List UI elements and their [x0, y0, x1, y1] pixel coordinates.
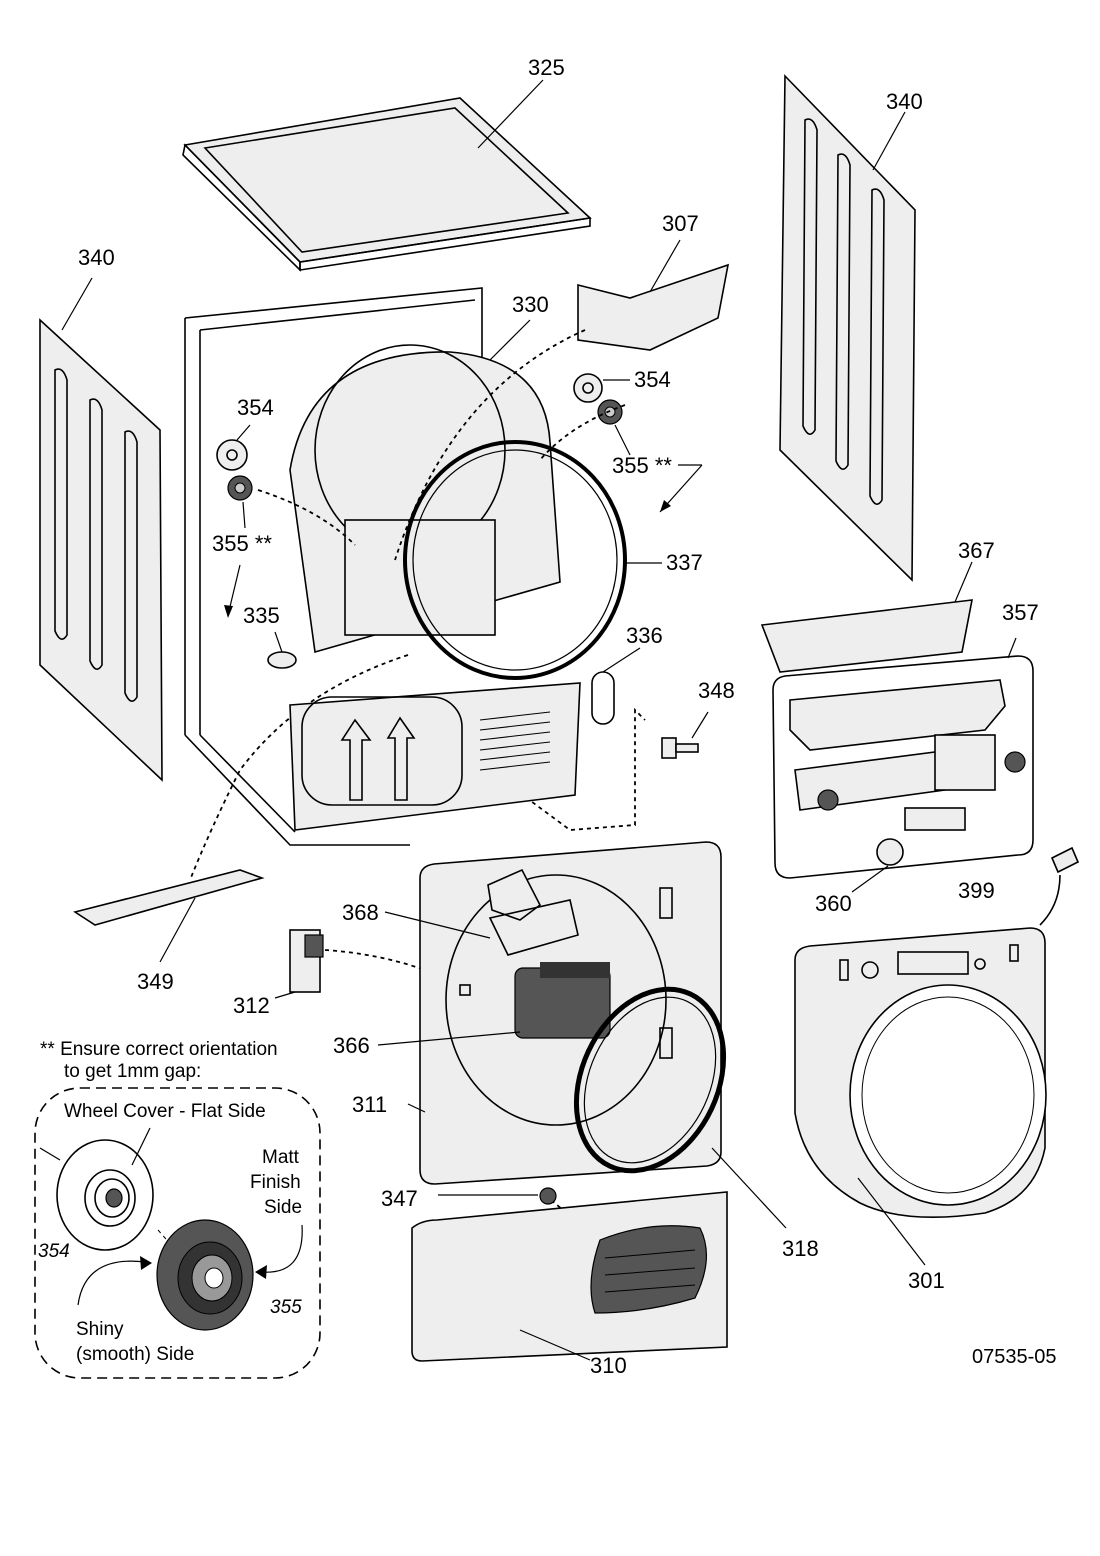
label-340-left: 340	[78, 245, 115, 270]
screw-347	[438, 1187, 557, 1205]
label-349: 349	[137, 969, 174, 994]
door-seal	[403, 440, 662, 680]
cabinet-frame	[184, 287, 483, 846]
right-side-panel	[779, 74, 916, 582]
front-door-301	[794, 927, 1047, 1266]
detergent-drawer-handle	[760, 561, 973, 673]
drawing-number: 07535-05	[972, 1346, 1057, 1368]
label-330: 330	[512, 292, 549, 317]
inset-wheel-cover-label: Wheel Cover - Flat Side	[64, 1101, 266, 1122]
label-301: 301	[908, 1268, 945, 1293]
inset-matt-line1: Matt	[262, 1147, 299, 1168]
label-325: 325	[528, 55, 565, 80]
gasket-336	[591, 647, 641, 725]
orientation-note-line2: to get 1mm gap:	[64, 1061, 202, 1082]
inset-shiny-line1: Shiny	[76, 1319, 124, 1340]
label-360: 360	[815, 891, 852, 916]
label-312: 312	[233, 993, 270, 1018]
label-348: 348	[698, 678, 735, 703]
label-311: 311	[352, 1092, 388, 1117]
wheel-left	[216, 424, 253, 618]
label-340-right: 340	[886, 89, 923, 114]
label-367: 367	[958, 538, 995, 563]
door-ring-318	[573, 986, 787, 1229]
label-368: 368	[342, 900, 379, 925]
label-318: 318	[782, 1236, 819, 1261]
label-354-left: 354	[237, 395, 274, 420]
control-board-group	[772, 637, 1034, 893]
inset-matt-line2: Finish	[250, 1172, 301, 1193]
drum-bulkhead	[289, 319, 561, 654]
label-355-right: 355 **	[612, 453, 672, 478]
connector-399	[1039, 846, 1080, 926]
orientation-inset	[34, 1087, 321, 1379]
rear-lower-cover	[289, 682, 581, 831]
label-336: 336	[626, 623, 663, 648]
label-366: 366	[333, 1033, 370, 1058]
top-panel	[182, 79, 592, 272]
inset-ref-354: 354	[38, 1241, 70, 1262]
lint-filter	[577, 239, 730, 351]
inset-ref-355: 355	[270, 1297, 302, 1318]
label-357: 357	[1002, 600, 1039, 625]
front-panel	[377, 841, 722, 1185]
label-337: 337	[666, 550, 703, 575]
label-335: 335	[243, 603, 280, 628]
door-lock-312	[274, 929, 324, 999]
plinth-310	[411, 1191, 728, 1362]
wheel-right	[573, 373, 703, 513]
strip-349	[73, 869, 265, 963]
inset-shiny-line2: (smooth) Side	[76, 1344, 195, 1365]
sensor-thermostat	[267, 631, 297, 669]
label-355-left: 355 **	[212, 531, 272, 556]
label-347: 347	[381, 1186, 418, 1211]
pin-348	[661, 711, 709, 759]
label-399: 399	[958, 878, 995, 903]
label-354-right: 354	[634, 367, 671, 392]
inset-matt-line3: Side	[264, 1197, 303, 1218]
left-side-panel	[39, 277, 163, 782]
label-307: 307	[662, 211, 699, 236]
label-310: 310	[590, 1353, 627, 1378]
orientation-note-line1: ** Ensure correct orientation	[40, 1039, 278, 1060]
